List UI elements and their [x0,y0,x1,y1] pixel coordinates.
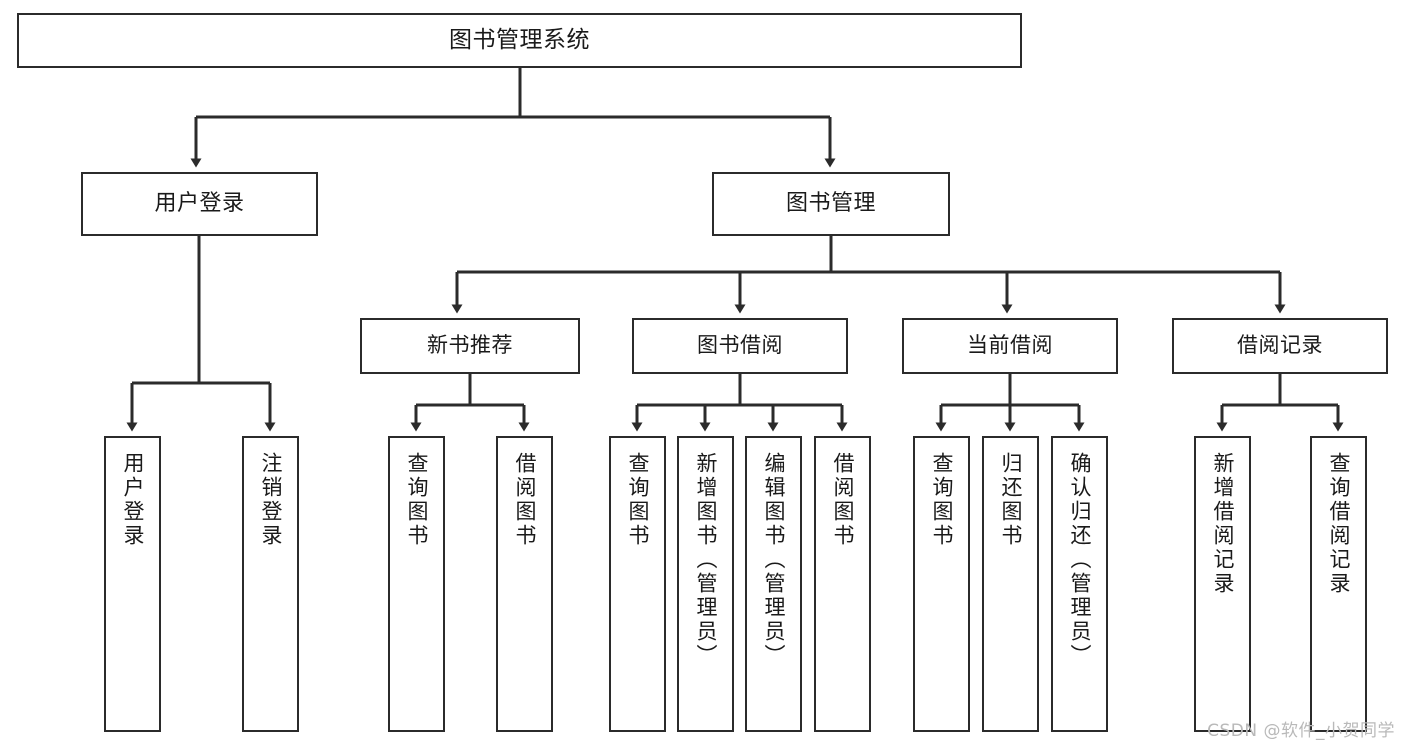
node-label: 查询图书 [930,452,955,548]
leaf-record-add-record[interactable]: 新增借阅记录 [1194,436,1251,732]
leaf-user-login-signout[interactable]: 注销登录 [242,436,299,732]
node-borrow-record[interactable]: 借阅记录 [1172,318,1388,374]
node-user-login[interactable]: 用户登录 [81,172,318,236]
node-label: 图书借阅 [697,333,783,358]
leaf-borrow-borrow-book[interactable]: 借阅图书 [814,436,871,732]
leaf-borrow-edit-book-admin[interactable]: 编辑图书（管理员） [745,436,802,732]
node-label: 借阅图书 [513,452,538,548]
node-book-borrow[interactable]: 图书借阅 [632,318,848,374]
leaf-recommend-query-book[interactable]: 查询图书 [388,436,445,732]
leaf-borrow-query-book[interactable]: 查询图书 [609,436,666,732]
leaf-current-return-book[interactable]: 归还图书 [982,436,1039,732]
node-label: 查询图书 [626,452,651,548]
leaf-current-query-book[interactable]: 查询图书 [913,436,970,732]
node-label: 新增图书（管理员） [694,452,719,668]
node-label: 图书管理 [785,190,876,216]
leaf-current-confirm-return-admin[interactable]: 确认归还（管理员） [1051,436,1108,732]
leaf-recommend-borrow-book[interactable]: 借阅图书 [496,436,553,732]
node-label: 用户登录 [121,452,146,548]
node-label: 借阅记录 [1237,333,1323,358]
node-label: 编辑图书（管理员） [762,452,787,668]
node-book-management[interactable]: 图书管理 [712,172,950,236]
node-label: 新增借阅记录 [1211,452,1236,596]
node-label: 借阅图书 [831,452,856,548]
node-label: 归还图书 [999,452,1024,548]
node-label: 新书推荐 [427,333,513,358]
leaf-borrow-add-book-admin[interactable]: 新增图书（管理员） [677,436,734,732]
watermark-text: CSDN @软件_小贺同学 [1207,721,1395,741]
node-label: 当前借阅 [967,333,1053,358]
leaf-user-login-signin[interactable]: 用户登录 [104,436,161,732]
node-label: 查询借阅记录 [1327,452,1352,596]
leaf-record-query-record[interactable]: 查询借阅记录 [1310,436,1367,732]
node-label: 用户登录 [154,190,245,216]
node-new-book-recommend[interactable]: 新书推荐 [360,318,580,374]
node-label: 查询图书 [405,452,430,548]
node-label: 确认归还（管理员） [1068,452,1093,668]
node-label: 图书管理系统 [449,26,590,53]
node-label: 注销登录 [259,452,284,548]
node-current-borrow[interactable]: 当前借阅 [902,318,1118,374]
node-root-system[interactable]: 图书管理系统 [17,13,1022,68]
